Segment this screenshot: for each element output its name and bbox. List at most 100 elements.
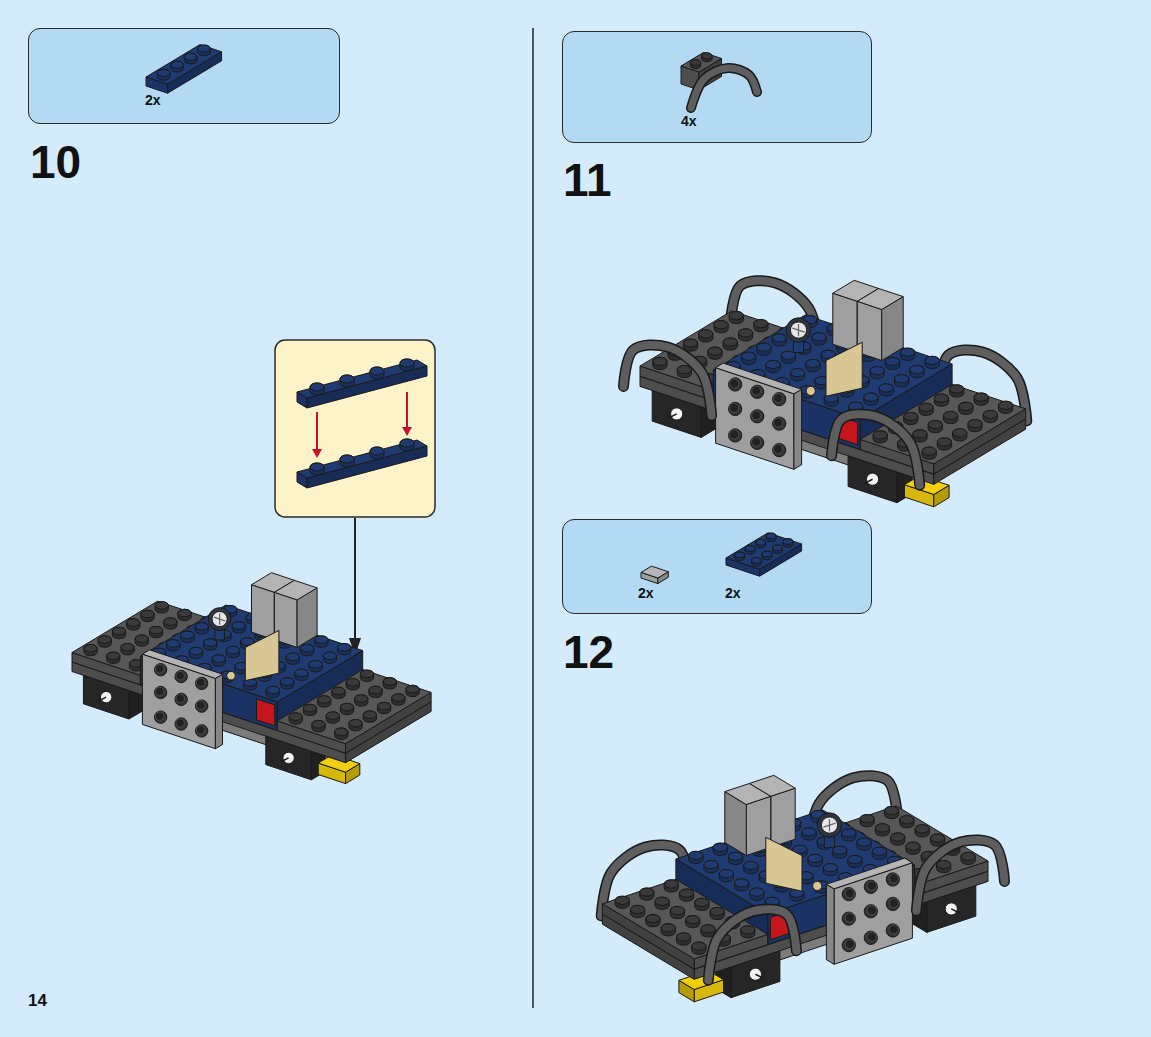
red-tile <box>257 699 275 726</box>
arch-piece <box>832 414 920 485</box>
stud-side <box>802 828 816 840</box>
step-number: 10 <box>30 139 81 185</box>
side-stud <box>175 670 187 682</box>
stud-side <box>772 334 786 346</box>
tan-knob <box>806 386 815 395</box>
stud-side <box>719 870 733 882</box>
side-stud <box>175 693 187 705</box>
arch-piece <box>916 840 1004 911</box>
stud-top <box>894 375 908 383</box>
stud-side <box>655 897 669 909</box>
stud-side <box>702 53 713 62</box>
stud-side <box>212 655 225 666</box>
stud-side <box>653 357 667 369</box>
wheel-pin-shaft <box>951 909 959 913</box>
stud-top <box>915 825 929 833</box>
stud-side <box>112 627 125 638</box>
part-illustration <box>563 520 873 615</box>
stud-top <box>936 860 950 868</box>
stud-top <box>400 439 414 447</box>
stud-top <box>332 687 345 695</box>
placement-arrow <box>354 518 356 640</box>
stud-side <box>690 60 701 69</box>
stud-top <box>928 421 942 429</box>
stud-side <box>756 539 766 547</box>
brick-face <box>725 784 771 805</box>
stud-side <box>870 367 884 379</box>
step-number: 11 <box>563 157 612 203</box>
stud-side <box>950 385 964 397</box>
stud-top <box>315 636 328 644</box>
stud-top <box>135 635 148 643</box>
stud-top <box>195 623 208 631</box>
stud-side <box>303 704 316 715</box>
stud-side <box>695 898 709 910</box>
side-stud-top <box>774 418 783 427</box>
stud-side <box>326 712 339 723</box>
stud-side <box>808 854 822 866</box>
stud-side <box>615 896 629 908</box>
stud-side <box>910 365 924 377</box>
stud-side <box>640 888 654 900</box>
side-stud-top <box>845 889 854 898</box>
stud-top <box>98 636 111 644</box>
stud-side <box>752 558 762 566</box>
stud-side <box>983 410 997 422</box>
side-stud-top <box>752 437 761 446</box>
brick-face <box>274 580 317 600</box>
side-stud <box>729 429 742 442</box>
stud-top <box>323 652 336 660</box>
side-stud <box>154 711 166 723</box>
stud-top <box>968 420 982 428</box>
stud-side <box>340 703 353 714</box>
stud-side <box>699 330 713 342</box>
stud-side <box>340 455 354 467</box>
brick-face <box>277 670 431 744</box>
stud-top <box>900 816 914 824</box>
side-stud <box>196 677 208 689</box>
part-quantity: 4x <box>681 114 697 128</box>
stud-top <box>157 69 170 76</box>
side-stud-top <box>752 411 761 420</box>
stud-top <box>121 643 134 651</box>
stud-top <box>676 933 690 941</box>
arch-outline <box>708 909 796 980</box>
stud-top <box>360 670 373 678</box>
stud-side <box>936 860 950 872</box>
stud-top <box>904 412 918 420</box>
stud-side <box>937 438 951 450</box>
part-illustration <box>563 32 873 144</box>
stud-side <box>266 686 279 697</box>
stud-side <box>400 439 414 451</box>
red-arrow <box>406 392 408 430</box>
stud-side <box>171 61 184 72</box>
stud-side <box>891 833 905 845</box>
stud-side <box>335 728 348 739</box>
stud-top <box>692 942 706 950</box>
stud-side <box>762 551 772 559</box>
stud-top <box>310 383 324 391</box>
stud-top <box>806 359 820 367</box>
stud-top <box>934 394 948 402</box>
stud-side <box>773 545 783 553</box>
stud-top <box>885 357 899 365</box>
stud-top <box>884 806 898 814</box>
stud-top <box>646 915 660 923</box>
side-stud <box>175 718 187 730</box>
side-stud-top <box>730 379 739 388</box>
stud-side <box>806 359 820 371</box>
side-stud-top <box>867 906 876 915</box>
stud-top <box>377 702 390 710</box>
stud-side <box>723 338 737 350</box>
stud-top <box>772 334 786 342</box>
stud-side <box>107 652 120 663</box>
stud-side <box>300 644 313 655</box>
arch-outline <box>623 345 711 416</box>
stud-top <box>363 711 376 719</box>
side-stud <box>864 880 877 893</box>
stud-side <box>677 365 691 377</box>
stud-side <box>738 329 752 341</box>
stud-top <box>226 646 239 654</box>
stud-top <box>728 852 742 860</box>
stud-top <box>695 898 709 906</box>
